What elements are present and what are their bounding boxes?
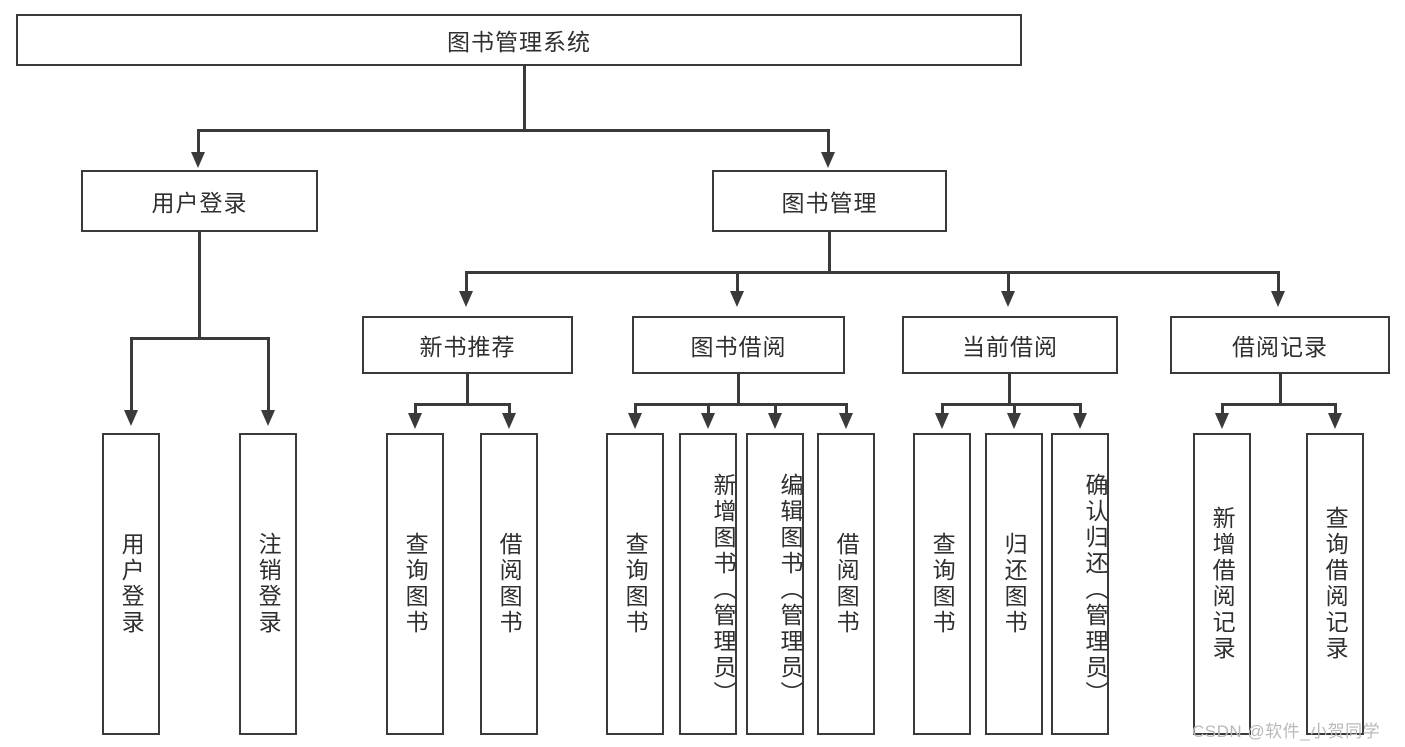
node-label: 图书管理系统 (447, 29, 591, 55)
arrow-user-login-leaf-1 (124, 410, 138, 426)
connector-user-login-drop-1 (130, 337, 133, 412)
connector-book-management-bus (465, 271, 1280, 274)
node-label: 查询图书 (622, 532, 649, 636)
connector-root-stem (523, 66, 526, 131)
node-label: 新增图书（管理员） (710, 473, 736, 707)
connector-book-borrow-bus (634, 403, 846, 406)
connector-book-management-stem (828, 232, 831, 274)
connector-new-book-stem (466, 374, 469, 406)
leaf-borrow-book-newbook[interactable]: 借阅图书 (480, 433, 538, 735)
leaf-query-book-newbook[interactable]: 查询图书 (386, 433, 444, 735)
arrow-br-leaf-2 (1328, 413, 1342, 429)
node-new-book-recommend[interactable]: 新书推荐 (362, 316, 573, 374)
connector-bb-drop-3 (774, 403, 777, 415)
connector-cb-drop-2 (1013, 403, 1016, 415)
node-label: 图书管理 (781, 190, 878, 216)
connector-borrow-record-bus (1221, 403, 1336, 406)
csdn-watermark: CSDN @软件_小贺同学 (1192, 722, 1381, 741)
arrow-bm-to-book-borrow (730, 291, 744, 307)
node-label: 借阅图书 (496, 532, 523, 636)
connector-new-book-drop-1 (414, 403, 417, 415)
connector-bm-drop-3 (1007, 271, 1010, 293)
connector-bm-drop-4 (1277, 271, 1280, 293)
arrow-bb-leaf-1 (628, 413, 642, 429)
leaf-return-book[interactable]: 归还图书 (985, 433, 1043, 735)
connector-br-drop-1 (1221, 403, 1224, 415)
connector-bb-drop-4 (845, 403, 848, 415)
arrow-bm-to-borrow-record (1271, 291, 1285, 307)
node-label: 归还图书 (1001, 532, 1028, 636)
node-borrow-record[interactable]: 借阅记录 (1170, 316, 1390, 374)
node-label: 查询借阅记录 (1322, 506, 1349, 662)
leaf-add-book-admin[interactable]: 新增图书（管理员） (679, 433, 737, 735)
arrow-cb-leaf-3 (1073, 413, 1087, 429)
arrow-new-book-leaf-1 (408, 413, 422, 429)
connector-bm-drop-2 (736, 271, 739, 293)
node-label: 用户登录 (118, 532, 145, 636)
leaf-confirm-return-admin[interactable]: 确认归还（管理员） (1051, 433, 1109, 735)
arrow-bb-leaf-3 (768, 413, 782, 429)
node-current-borrow[interactable]: 当前借阅 (902, 316, 1118, 374)
connector-cb-drop-3 (1079, 403, 1082, 415)
connector-bb-drop-2 (707, 403, 710, 415)
connector-bm-drop-1 (465, 271, 468, 293)
connector-bb-drop-1 (634, 403, 637, 415)
arrow-cb-leaf-1 (935, 413, 949, 429)
node-book-borrow[interactable]: 图书借阅 (632, 316, 845, 374)
connector-user-login-drop-2 (267, 337, 270, 412)
connector-borrow-record-stem (1279, 374, 1282, 406)
node-label: 当前借阅 (962, 334, 1058, 360)
connector-new-book-bus (414, 403, 511, 406)
connector-user-login-stem (198, 232, 201, 340)
leaf-add-borrow-record[interactable]: 新增借阅记录 (1193, 433, 1251, 735)
node-label: 新书推荐 (419, 334, 516, 360)
arrow-bm-to-new-book (459, 291, 473, 307)
connector-cb-drop-1 (941, 403, 944, 415)
arrow-new-book-leaf-2 (502, 413, 516, 429)
arrow-root-to-user-login (191, 152, 205, 168)
leaf-logout[interactable]: 注销登录 (239, 433, 297, 735)
arrow-cb-leaf-2 (1007, 413, 1021, 429)
connector-book-borrow-stem (737, 374, 740, 406)
node-label: 查询图书 (402, 532, 429, 636)
leaf-query-borrow-record[interactable]: 查询借阅记录 (1306, 433, 1364, 735)
connector-current-borrow-bus (941, 403, 1080, 406)
node-label: 注销登录 (255, 532, 282, 636)
leaf-edit-book-admin[interactable]: 编辑图书（管理员） (746, 433, 804, 735)
connector-br-drop-2 (1334, 403, 1337, 415)
leaf-borrow-book-bookborrow[interactable]: 借阅图书 (817, 433, 875, 735)
node-book-management[interactable]: 图书管理 (712, 170, 947, 232)
arrow-bm-to-current-borrow (1001, 291, 1015, 307)
leaf-query-book-bookborrow[interactable]: 查询图书 (606, 433, 664, 735)
node-user-login[interactable]: 用户登录 (81, 170, 318, 232)
node-label: 借阅记录 (1232, 334, 1328, 360)
arrow-user-login-leaf-2 (261, 410, 275, 426)
connector-root-to-user-login (197, 129, 200, 154)
connector-user-login-bus (130, 337, 270, 340)
arrow-bb-leaf-4 (839, 413, 853, 429)
connector-current-borrow-stem (1008, 374, 1011, 406)
node-label: 查询图书 (929, 532, 956, 636)
node-label: 图书借阅 (690, 334, 787, 360)
node-label: 编辑图书（管理员） (777, 473, 803, 707)
node-label: 新增借阅记录 (1209, 506, 1236, 662)
leaf-query-book-currentborrow[interactable]: 查询图书 (913, 433, 971, 735)
leaf-user-login[interactable]: 用户登录 (102, 433, 160, 735)
arrow-br-leaf-1 (1215, 413, 1229, 429)
node-label: 确认归还（管理员） (1082, 473, 1108, 707)
connector-root-to-book-management (827, 129, 830, 154)
connector-root-bus (197, 129, 829, 132)
arrow-root-to-book-management (821, 152, 835, 168)
node-label: 用户登录 (151, 190, 248, 216)
arrow-bb-leaf-2 (701, 413, 715, 429)
node-root-book-management-system[interactable]: 图书管理系统 (16, 14, 1022, 66)
node-label: 借阅图书 (833, 532, 860, 636)
connector-new-book-drop-2 (508, 403, 511, 415)
